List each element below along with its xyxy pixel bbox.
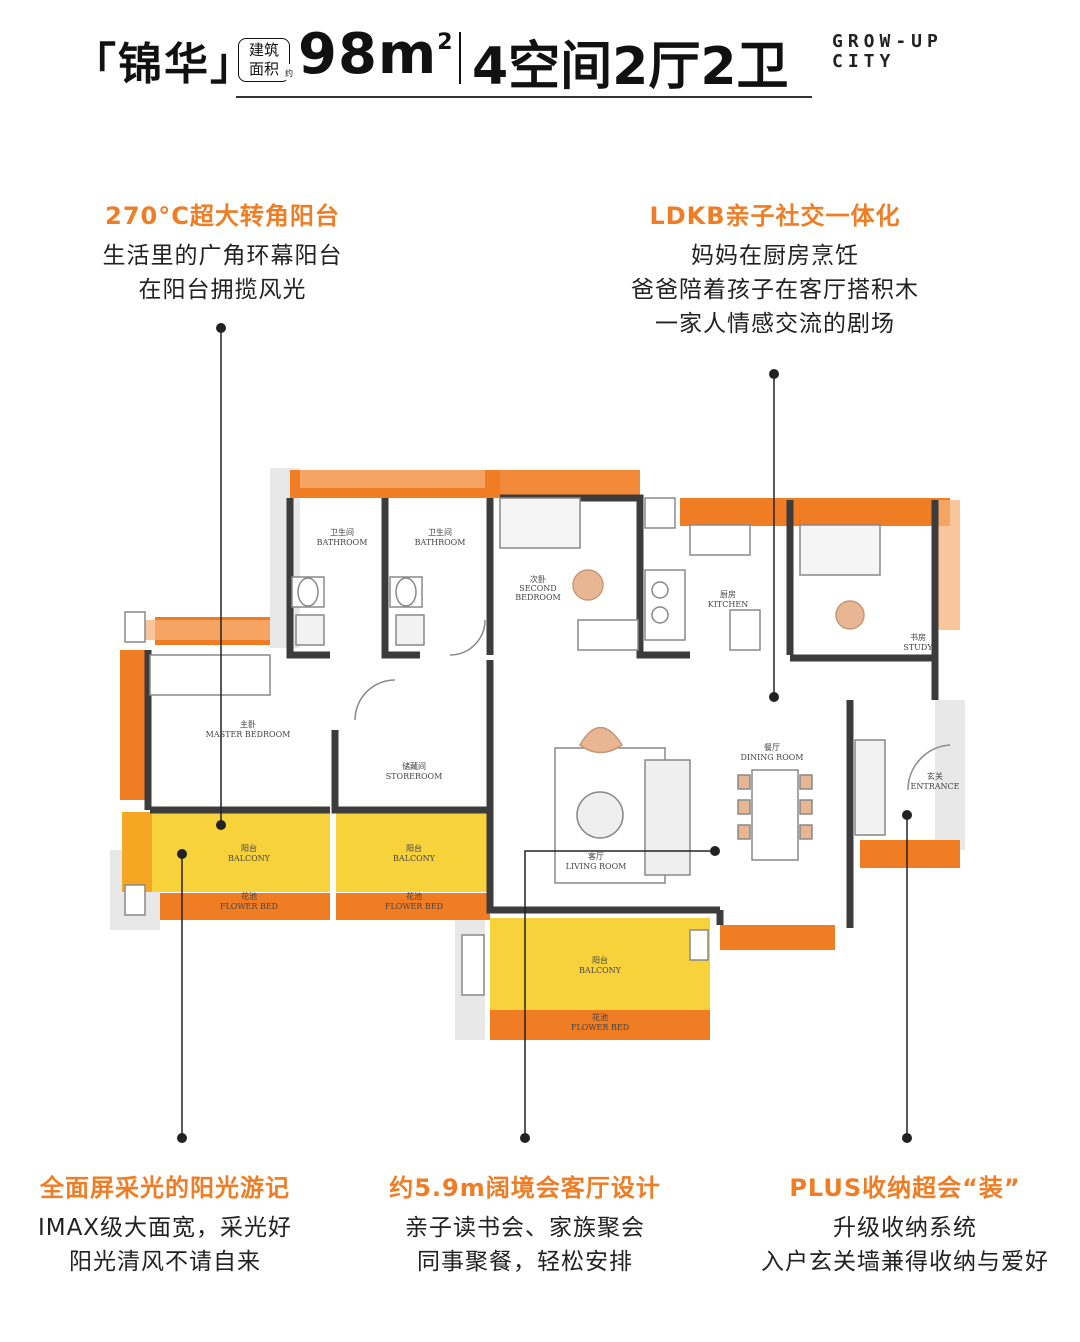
callout-title: 270°C超大转角阳台 [105, 202, 340, 230]
area-unit: 2 [437, 30, 454, 55]
logo-line1: GROW-UP [832, 31, 943, 52]
room-label: FLOWER BED [385, 902, 443, 911]
area-label-approx: 约 [285, 64, 293, 83]
callout-line: 在阳台拥揽风光 [138, 277, 307, 303]
area-value: 98m2 [298, 22, 454, 87]
room-label: 卫生间 [428, 527, 452, 537]
callout-title: 约5.9m阔境会客厅设计 [389, 1174, 661, 1202]
room-label: 卫生间 [330, 527, 354, 537]
room-label: FLOWER BED [571, 1023, 629, 1032]
callout-storage: PLUS收纳超会“装” 升级收纳系统 入户玄关墙兼得收纳与爱好 [730, 1168, 1080, 1279]
callout-line: 同事聚餐，轻松安排 [417, 1249, 633, 1275]
room-label: BALCONY [579, 966, 622, 975]
callout-line: 阳光清风不请自来 [69, 1249, 261, 1275]
header-rule [236, 96, 812, 98]
room-label: 花池 [241, 891, 257, 901]
room-label: FLOWER BED [220, 902, 278, 911]
callout-title: LDKB亲子社交一体化 [649, 202, 901, 230]
project-name: 「锦华」 [72, 39, 256, 90]
room-label: 次卧 [530, 574, 546, 584]
header-divider [459, 32, 461, 84]
area-number: 98m [298, 22, 438, 87]
room-label: ENTRANCE [911, 782, 960, 791]
walls [144, 494, 939, 928]
leader-lines [181, 328, 908, 1138]
room-label: BALCONY [393, 854, 436, 863]
room-label: 玄关 [927, 771, 943, 781]
leader-dots [177, 323, 912, 1143]
room-label: BEDROOM [515, 593, 560, 602]
layout-type: 4空间2厅2卫 [472, 37, 789, 97]
callout-line: 入户玄关墙兼得收纳与爱好 [761, 1249, 1049, 1275]
room-label: STUDY [903, 643, 933, 652]
room-label: 花池 [406, 891, 422, 901]
room-label: BATHROOM [317, 538, 368, 547]
callout-line: 升级收纳系统 [833, 1215, 977, 1241]
room-label: BALCONY [228, 854, 271, 863]
room-label: KITCHEN [708, 600, 748, 609]
flower-beds [160, 893, 710, 1040]
logo-line2: CITY [832, 51, 896, 72]
callout-line: 亲子读书会、家族聚会 [405, 1215, 645, 1241]
room-label: 储藏间 [402, 761, 426, 771]
room-label: 阳台 [241, 843, 257, 853]
callout-line: IMAX级大面宽，采光好 [37, 1215, 293, 1241]
area-label: 建筑 面积 约 [238, 38, 293, 83]
room-label: STOREROOM [386, 772, 443, 781]
room-label: 书房 [910, 632, 926, 642]
callout-title: 全面屏采光的阳光游记 [40, 1174, 290, 1202]
callout-line: 生活里的广角环幕阳台 [102, 243, 343, 269]
area-label-line2: 面积 [248, 60, 279, 78]
callout-living-room: 约5.9m阔境会客厅设计 亲子读书会、家族聚会 同事聚餐，轻松安排 [360, 1168, 690, 1279]
room-label: DINING ROOM [741, 753, 804, 762]
callout-line: 一家人情感交流的剧场 [655, 311, 895, 337]
room-label: 阳台 [406, 843, 422, 853]
room-label: MASTER BEDROOM [206, 730, 291, 739]
room-label: BATHROOM [415, 538, 466, 547]
room-label: 花池 [592, 1012, 608, 1022]
room-label: 客厅 [588, 851, 604, 861]
furniture [124, 497, 951, 996]
room-label: LIVING ROOM [566, 862, 627, 871]
room-label: 厨房 [720, 589, 736, 599]
callout-ldkb: LDKB亲子社交一体化 妈妈在厨房烹饪 爸爸陪着孩子在客厅搭积木 一家人情感交流… [580, 196, 970, 341]
callout-line: 爸爸陪着孩子在客厅搭积木 [631, 277, 919, 303]
room-label: 主卧 [240, 719, 256, 729]
callout-line: 妈妈在厨房烹饪 [691, 243, 859, 269]
balconies [122, 812, 710, 1010]
callout-sunlight: 全面屏采光的阳光游记 IMAX级大面宽，采光好 阳光清风不请自来 [0, 1168, 330, 1279]
callout-title: PLUS收纳超会“装” [789, 1174, 1021, 1202]
area-label-line1: 建筑 [248, 41, 279, 59]
room-label: SECOND [519, 584, 556, 593]
room-label: 阳台 [592, 955, 608, 965]
callout-corner-balcony: 270°C超大转角阳台 生活里的广角环幕阳台 在阳台拥揽风光 [50, 196, 395, 307]
room-labels: 卫生间 BATHROOM 卫生间 BATHROOM 次卧 SECOND BEDR… [206, 527, 960, 1032]
room-label: 餐厅 [764, 743, 780, 752]
